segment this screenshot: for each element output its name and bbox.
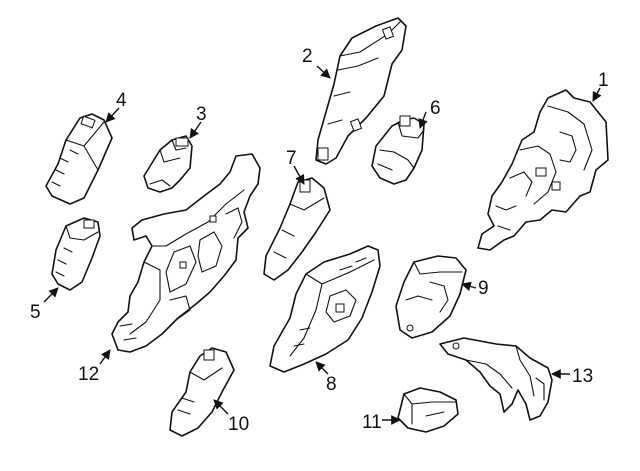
part-12-bracket[interactable]	[111, 153, 261, 353]
callout-2: 2	[302, 46, 313, 67]
leader-2	[316, 65, 331, 79]
callout-9: 9	[478, 278, 489, 299]
leader-9	[461, 281, 477, 292]
leader-12	[99, 349, 111, 365]
leader-8	[315, 361, 329, 375]
part-6-relay-block[interactable]	[371, 115, 425, 185]
part-3-sensor-bracket[interactable]	[143, 135, 193, 193]
leader-lines	[43, 65, 602, 425]
callout-13: 13	[572, 366, 593, 387]
callout-3: 3	[196, 104, 207, 125]
leader-7	[293, 165, 305, 185]
callout-4: 4	[116, 90, 127, 111]
part-10-module[interactable]	[169, 347, 235, 437]
leader-4	[105, 107, 120, 123]
leader-6	[418, 111, 428, 129]
callout-labels: 1 2 3 4 5 6 7 8 9 10 11 12 13	[30, 46, 609, 435]
callout-8: 8	[326, 374, 337, 395]
part-2-control-module[interactable]	[315, 17, 407, 165]
part-11-sensor[interactable]	[397, 387, 459, 433]
callout-1: 1	[598, 70, 609, 91]
leader-3	[189, 121, 202, 139]
part-13-bracket[interactable]	[439, 337, 553, 421]
part-5-module[interactable]	[51, 217, 101, 291]
part-7-module[interactable]	[263, 177, 331, 281]
callout-6: 6	[430, 98, 441, 119]
callout-5: 5	[30, 302, 41, 323]
part-8-fuse-box[interactable]	[269, 245, 381, 373]
leader-10	[213, 399, 229, 415]
callout-12: 12	[78, 364, 99, 385]
callout-11: 11	[362, 412, 382, 433]
callout-7: 7	[286, 148, 297, 169]
leader-1	[592, 87, 602, 102]
part-9-module[interactable]	[395, 255, 467, 339]
callout-10: 10	[228, 414, 249, 435]
part-1-fuse-box[interactable]	[477, 89, 609, 251]
part-4-module[interactable]	[45, 113, 113, 205]
leader-5	[43, 287, 59, 303]
